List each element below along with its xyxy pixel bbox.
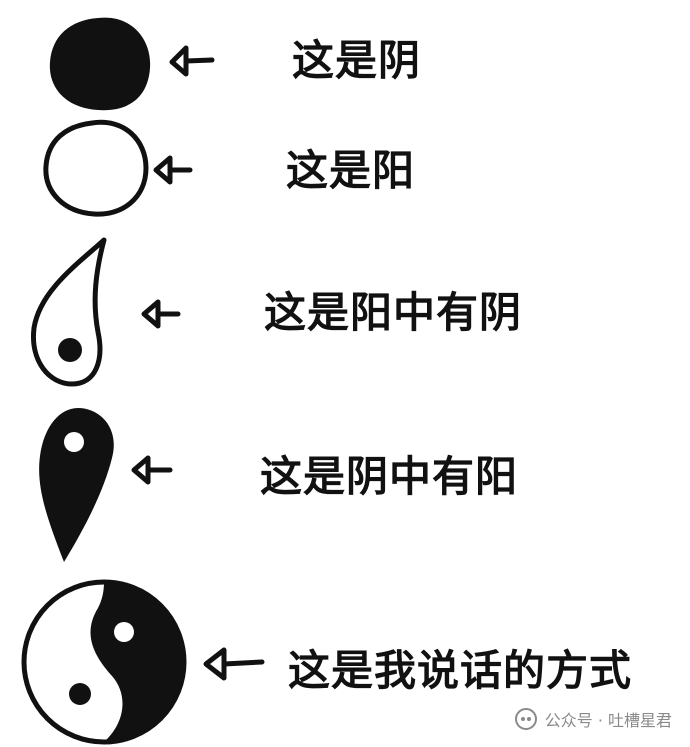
yin-with-yang-drop-icon [39, 408, 114, 562]
arrow-icon [141, 299, 181, 329]
watermark: 公众号 · 吐槽星君 [514, 707, 672, 731]
yang-circle-icon [43, 119, 149, 217]
arrow-icon [131, 455, 173, 485]
watermark-text: 公众号 · 吐槽星君 [544, 711, 672, 730]
label-yang-with-yin: 这是阳中有阴 [264, 288, 523, 337]
label-yin: 这是阴 [292, 36, 422, 85]
arrow-icon [203, 647, 265, 681]
taiji-yin-yang-icon [21, 579, 187, 745]
yin-circle-icon [49, 17, 151, 111]
arrow-icon [169, 45, 215, 77]
arrow-icon [153, 155, 193, 185]
wechat-official-account-icon [514, 708, 537, 730]
label-my-way-of-speaking: 这是我说话的方式 [288, 646, 633, 695]
label-yang: 这是阳 [286, 146, 416, 195]
yang-with-yin-drop-icon [31, 237, 107, 387]
label-yin-with-yang: 这是阴中有阳 [260, 452, 519, 501]
